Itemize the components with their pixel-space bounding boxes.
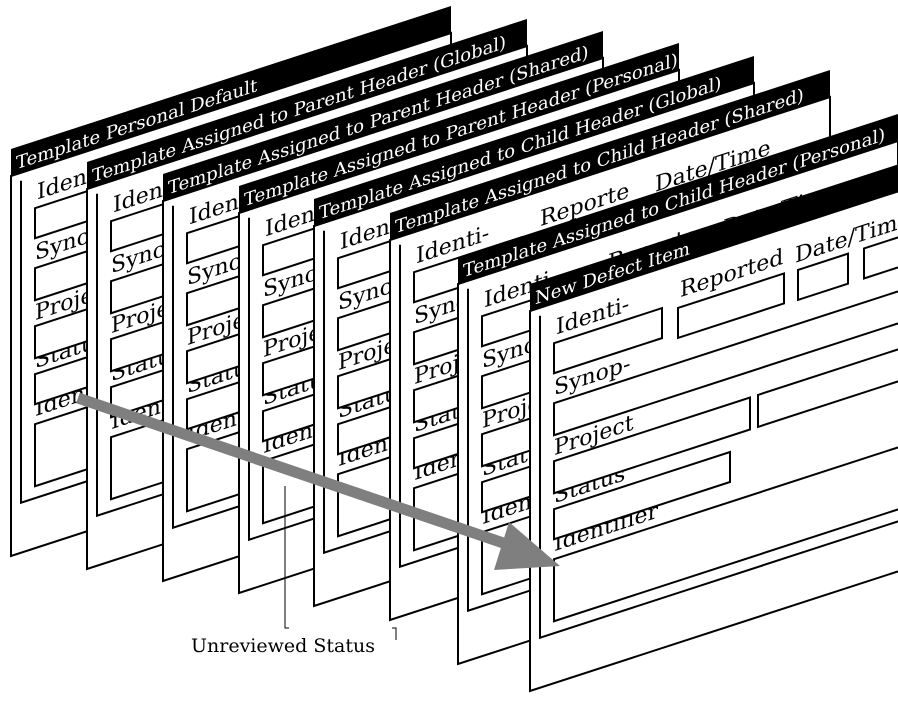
arrow-head [494, 522, 560, 570]
callout-leader-line-2 [392, 627, 397, 640]
panel-title-bar [11, 6, 451, 176]
callout: Unreviewed Status [191, 486, 397, 657]
panel-title-bar [458, 114, 898, 284]
panel-title-bar [390, 70, 830, 240]
synopsis-field [553, 290, 898, 437]
project-field [553, 396, 751, 495]
panel-frame [539, 315, 898, 640]
panel-title-bar [239, 43, 679, 213]
identifier-field-2 [553, 446, 898, 623]
date-field [797, 252, 849, 302]
callout-label: Unreviewed Status [191, 635, 375, 657]
arrow-shaft [76, 392, 514, 552]
template-panel: New Defect ItemIdenti-ReportedDate/TimeS… [529, 164, 898, 693]
reported-field [677, 272, 785, 340]
callout-leader-line [284, 486, 289, 629]
panel-title-bar [163, 31, 603, 201]
inheritance-arrow [76, 392, 560, 570]
panel-title-bar [87, 19, 527, 189]
panel-title-bar [530, 164, 898, 311]
panel-title-bar [314, 56, 754, 226]
status-field [553, 450, 731, 541]
panels-layer: Template Personal DefaultIdentiReporteDa… [10, 6, 898, 693]
time-field [863, 236, 898, 280]
identifier-field [553, 306, 663, 375]
project-field-2 [757, 348, 898, 429]
